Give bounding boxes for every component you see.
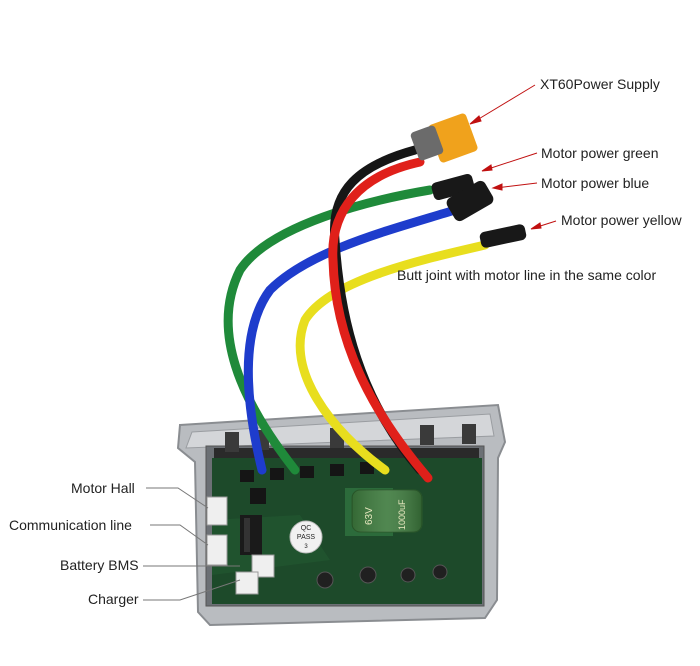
label-battery-bms: Battery BMS (60, 557, 139, 573)
blue-wire (243, 205, 460, 475)
qc-text: QC (301, 525, 312, 532)
mosfets (240, 462, 374, 504)
label-charger: Charger (88, 591, 139, 607)
yellow-bullet-connector (479, 224, 527, 248)
ic-chip (240, 515, 262, 555)
qc-pass-sticker: QC PASS 3 (289, 520, 323, 554)
capacitor-voltage: 63V (364, 507, 375, 525)
label-motor-power-blue: Motor power blue (541, 175, 650, 191)
yellow-wire (295, 240, 490, 475)
red-wire (328, 157, 433, 483)
label-motor-hall: Motor Hall (71, 480, 135, 496)
xt60-connector (410, 113, 478, 163)
connectors (206, 496, 275, 595)
label-butt-joint: Butt joint with motor line in the same c… (397, 267, 657, 283)
green-bullet-connector (431, 173, 475, 201)
blue-bullet-connector (446, 180, 494, 222)
label-motor-power-yellow: Motor power yellow (561, 212, 682, 228)
label-motor-power-green: Motor power green (541, 145, 659, 161)
pointer-lines-right (469, 84, 557, 230)
pass-text: PASS (297, 534, 315, 541)
capacitor-capacity: 1000uF (397, 499, 407, 530)
capacitor: 63V 1000uF (351, 489, 423, 533)
pointer-lines-left (143, 487, 241, 601)
pcb-board: QC PASS 3 63V 1000uF (206, 458, 482, 604)
qc-number: 3 (304, 544, 308, 550)
label-communication-line: Communication line (9, 517, 132, 533)
wires (223, 145, 490, 483)
inductors (316, 564, 448, 589)
label-xt60-power-supply: XT60Power Supply (540, 76, 660, 92)
